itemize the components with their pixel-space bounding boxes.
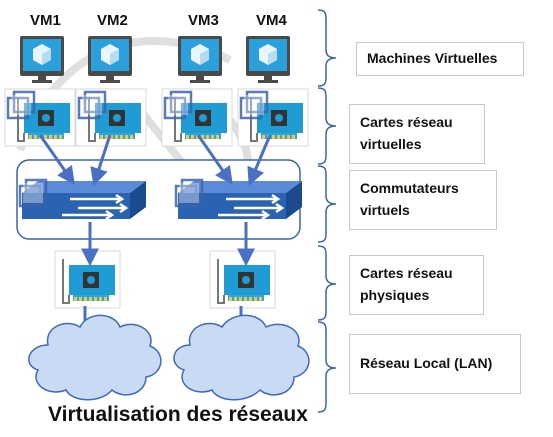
arrow-vnic4-to-switch — [247, 134, 272, 186]
label-reseau-local: Réseau Local (LAN) — [349, 334, 521, 394]
vm2-monitor-icon — [88, 36, 132, 83]
virtual-nic-vm2 — [75, 88, 147, 147]
virtual-switch-left — [18, 178, 148, 221]
arrow-vnic2-to-switch — [90, 134, 112, 186]
arrow-vnic1-to-switch — [38, 134, 75, 185]
physical-nic-right — [209, 250, 276, 309]
vm4-monitor-icon — [246, 36, 290, 83]
arrows — [38, 134, 272, 267]
vm1-label: VM1 — [30, 12, 61, 29]
vm3-label: VM3 — [188, 12, 219, 29]
label-commutateurs-virtuels: Commutateurs virtuels — [349, 170, 497, 230]
virtual-overlay-icon — [77, 90, 107, 120]
brace-lan-icon — [317, 321, 337, 413]
diagram-caption: Virtualisation des réseaux — [48, 403, 308, 426]
braces — [317, 9, 337, 413]
vm1-monitor-icon — [20, 36, 64, 83]
brace-switches-icon — [317, 165, 337, 243]
vm2-label: VM2 — [97, 12, 128, 29]
vm3-monitor-icon — [178, 36, 222, 83]
brace-machines-icon — [317, 9, 337, 87]
virtual-nic-vm4 — [237, 88, 309, 147]
virtual-overlay-icon — [18, 178, 48, 208]
virtual-overlay-icon — [6, 90, 36, 120]
lan-cloud-left-icon — [28, 314, 162, 401]
arrow-vnic3-to-switch — [196, 134, 233, 185]
vm4-label: VM4 — [256, 12, 287, 29]
lan-cloud-right-icon — [173, 314, 310, 401]
virtual-switch-right — [174, 178, 304, 221]
label-machines-virtuelles: Machines Virtuelles — [356, 42, 524, 76]
brace-virtual-nics-icon — [317, 87, 337, 165]
label-cartes-reseau-physiques: Cartes réseau physiques — [349, 255, 484, 315]
physical-nic-left — [54, 250, 121, 309]
label-cartes-reseau-virtuelles: Cartes réseau virtuelles — [349, 104, 485, 164]
virtual-nic-vm3 — [161, 88, 233, 147]
virtual-overlay-icon — [163, 90, 193, 120]
virtual-overlay-icon — [174, 178, 204, 208]
virtual-overlay-icon — [239, 90, 269, 120]
brace-physical-nics-icon — [317, 245, 337, 321]
